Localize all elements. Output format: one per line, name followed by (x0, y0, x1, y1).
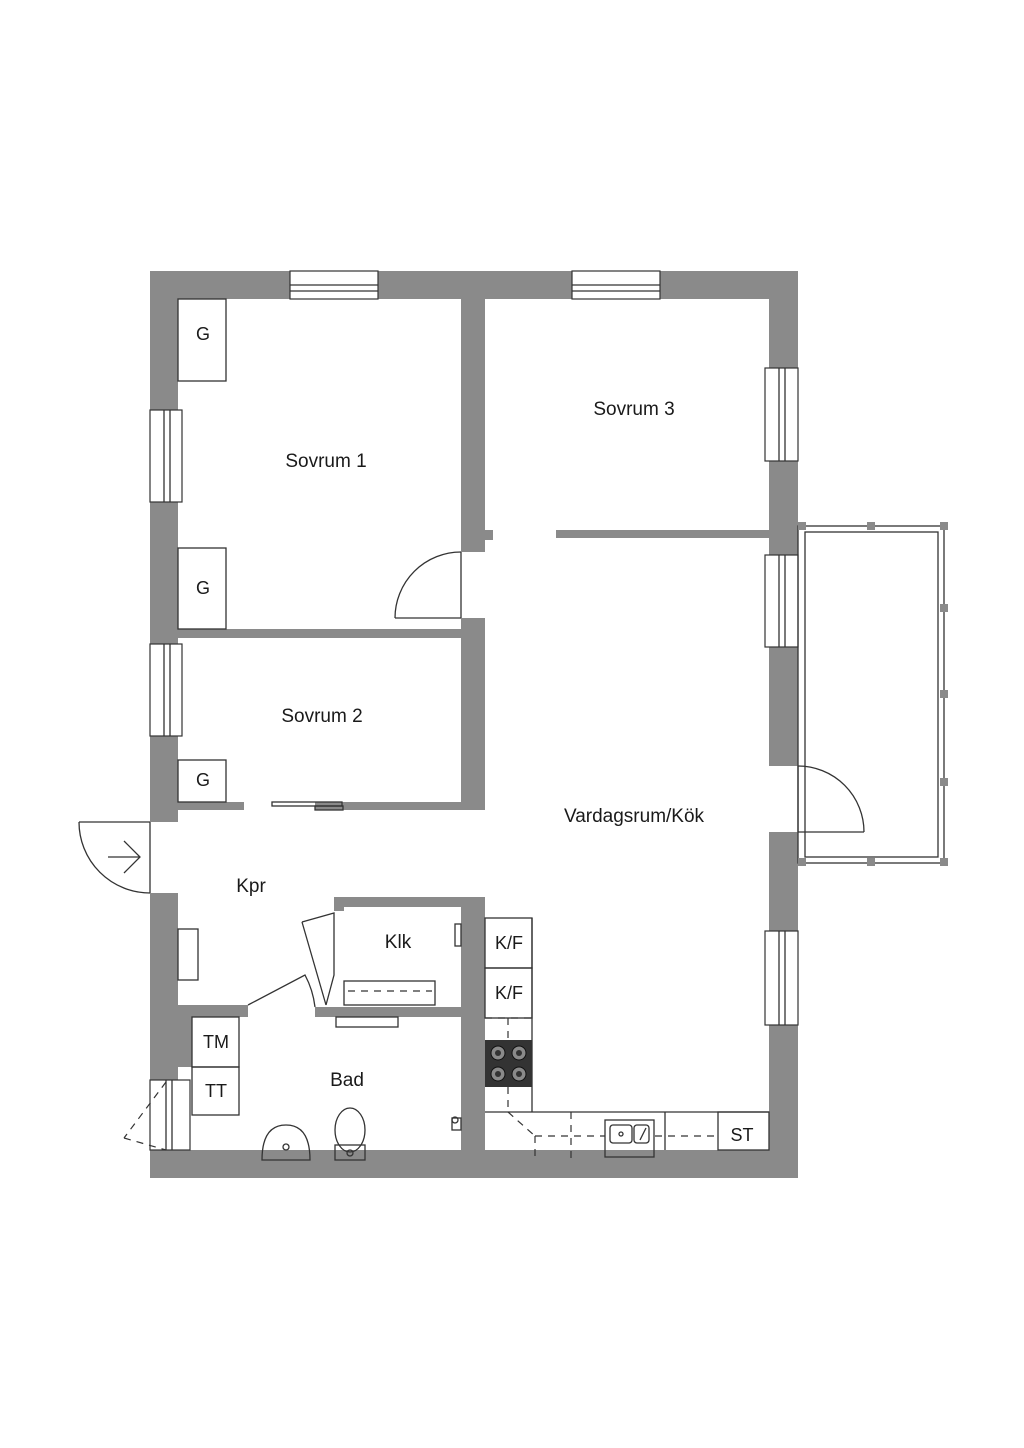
label-bad: Bad (330, 1070, 364, 1091)
wardrobe-g3 (177, 759, 227, 803)
fixture-labels: G G G K/F K/F TM TT ST (196, 324, 754, 1145)
label-garderob-2: G (196, 578, 210, 598)
entrance-arrow-icon (108, 840, 141, 874)
exterior-walls (150, 271, 798, 1178)
tumble-dryer (191, 1066, 240, 1116)
hall-shelf (177, 928, 199, 981)
window-top-right (571, 270, 661, 300)
label-vardagsrum-kok: Vardagsrum/Kök (564, 806, 705, 827)
wardrobe-g1 (177, 298, 227, 382)
door-sovrum2-sliding (271, 801, 344, 811)
label-tvattmaskin: TM (203, 1032, 229, 1052)
toilet-icon (334, 1107, 366, 1161)
door-terrace (797, 765, 865, 833)
label-kpr: Kpr (236, 876, 266, 897)
label-garderob-1: G (196, 324, 210, 344)
door-entrance (78, 821, 151, 894)
label-klk: Klk (385, 932, 412, 953)
closet-shelf (343, 980, 436, 1006)
label-kyl-frys-1: K/F (495, 933, 523, 953)
label-sovrum3: Sovrum 3 (593, 399, 674, 420)
shower-icon (451, 1116, 462, 1131)
window-left-bad (149, 1079, 191, 1151)
window-left-sovrum2 (149, 643, 183, 737)
stove-icon (485, 1040, 532, 1087)
cleaning-cupboard (717, 1111, 770, 1151)
fixtures (177, 298, 770, 1161)
door-klk (301, 912, 335, 1006)
window-swing-bad (123, 1081, 167, 1151)
label-sovrum1: Sovrum 1 (285, 451, 366, 472)
window-right-lower (764, 930, 799, 1026)
window-right-middle (764, 554, 799, 648)
window-right-sovrum3 (764, 367, 799, 462)
window-left-sovrum1 (149, 409, 183, 503)
kitchen-sink-icon (604, 1119, 655, 1158)
terrace (797, 522, 948, 866)
door-bad (247, 974, 316, 1008)
door-sovrum1 (394, 551, 462, 619)
label-stadskap: ST (730, 1125, 753, 1145)
label-sovrum2: Sovrum 2 (281, 706, 362, 727)
label-torktumlare: TT (205, 1081, 227, 1101)
room-labels: Sovrum 1 Sovrum 2 Sovrum 3 Vardagsrum/Kö… (236, 399, 704, 1091)
window-top-left (289, 270, 379, 300)
label-kyl-frys-2: K/F (495, 983, 523, 1003)
wardrobe-g2 (177, 547, 227, 630)
interior-walls (178, 271, 769, 1160)
windows (149, 270, 799, 1151)
washbasin-icon (261, 1124, 311, 1161)
label-garderob-3: G (196, 770, 210, 790)
